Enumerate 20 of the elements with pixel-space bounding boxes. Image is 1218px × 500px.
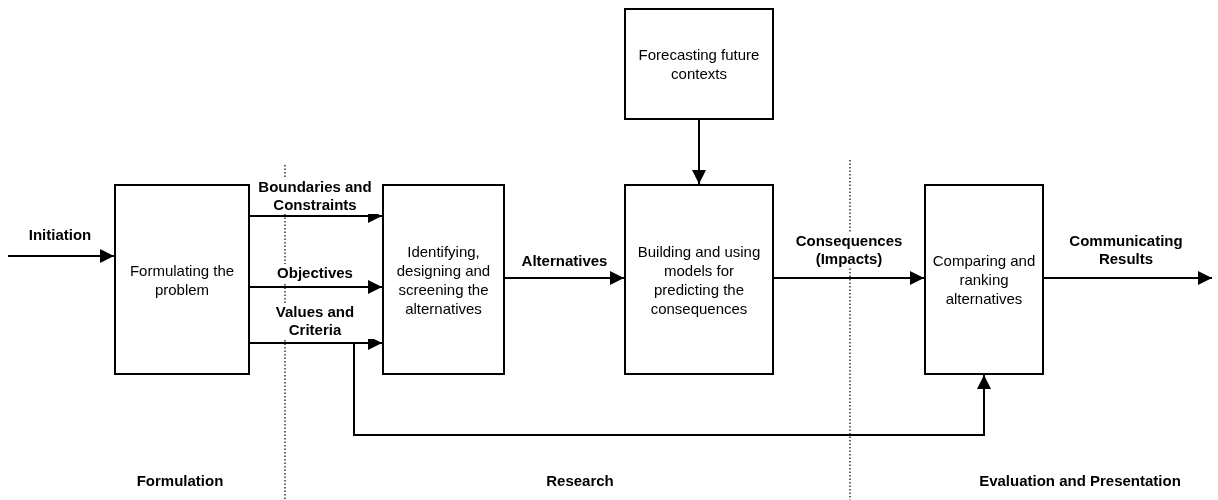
process-box [114, 184, 250, 375]
box-text: Forecasting future contexts [637, 45, 761, 83]
arrow [7, 249, 115, 263]
process-box [624, 8, 774, 120]
box-text: Comparing and ranking alternatives [931, 251, 1037, 308]
arrow [692, 119, 706, 185]
edge-label: Objectives [277, 264, 353, 282]
phase-label: Research [546, 471, 614, 491]
process-box [924, 184, 1044, 375]
process-box [624, 184, 774, 375]
box-text: Identifying, designing and screening the alternatives [395, 241, 492, 318]
process-box [382, 184, 505, 375]
arrow [1043, 271, 1213, 285]
arrow [504, 271, 625, 285]
arrow [249, 280, 383, 294]
arrow [773, 271, 925, 285]
box-text: Building and using models for predicting the consequences [636, 241, 762, 318]
phase-label: Evaluation and Presentation [979, 471, 1181, 491]
phase-label: Formulation [136, 471, 224, 491]
box-text: Formulating the problem [128, 260, 236, 299]
